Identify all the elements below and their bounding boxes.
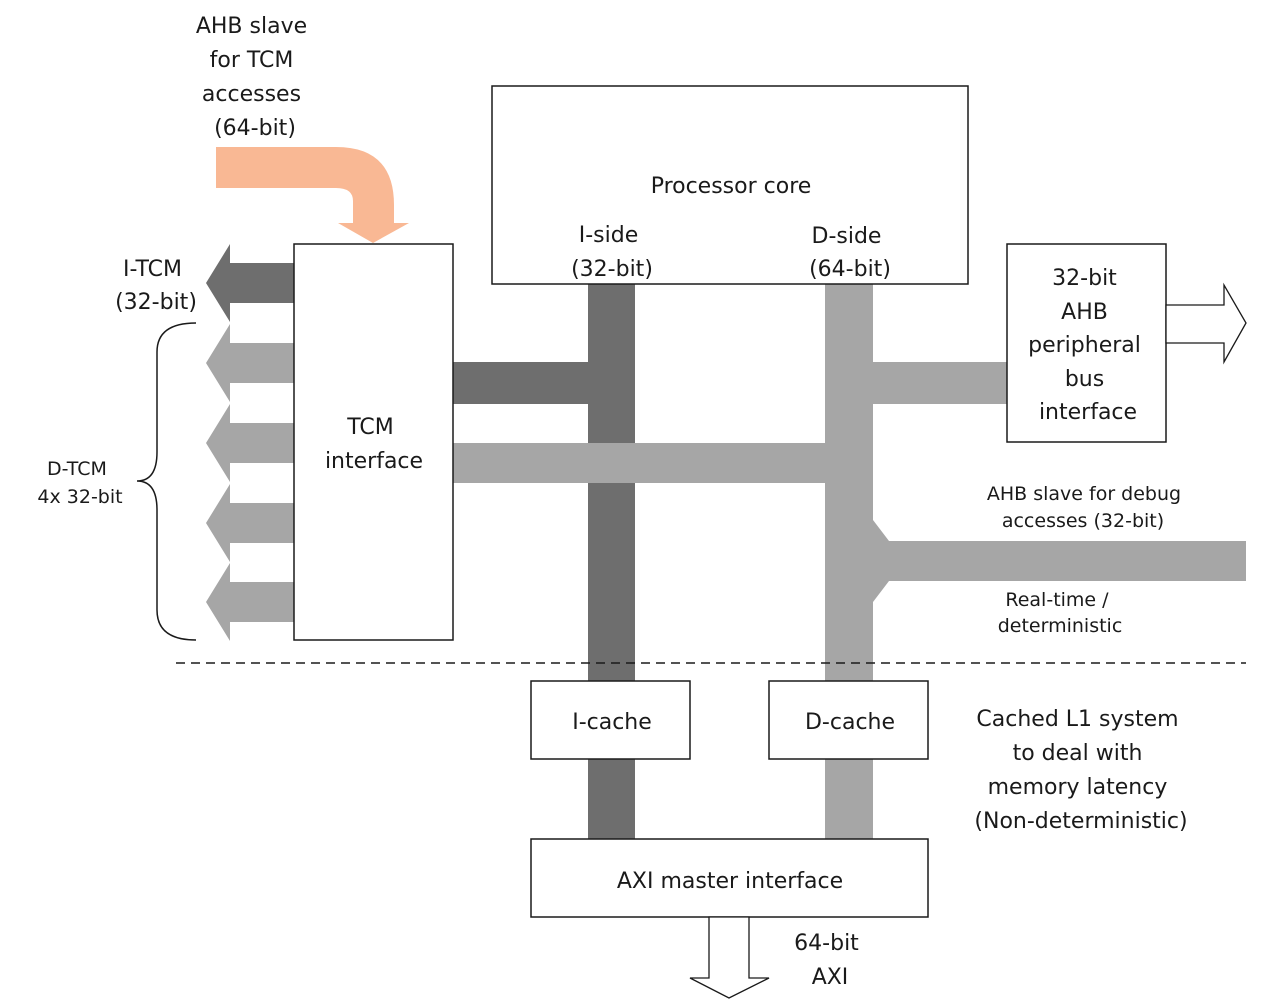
dcache-label: D-cache [805,710,895,735]
axi-label: 64-bit AXI [794,931,866,990]
tcm-interface-label: TCM interface [325,415,423,474]
dtcm-arrow [206,563,294,641]
dtcm-brace [136,322,197,641]
tcm-to-iside-bus [453,362,588,404]
processor-core-title: Processor core [651,174,812,199]
axi-master-label: AXI master interface [617,869,843,894]
debug-slave-label: AHB slave for debug accesses (32-bit) [987,483,1187,532]
icache-box [530,680,691,760]
dtcm-arrow [206,404,294,482]
cached-note: Cached L1 system to deal with memory lat… [974,707,1187,834]
tcm-to-dside-bus [453,443,825,483]
tcm-interface-box [293,243,454,641]
buses [453,284,1246,839]
tcm-slave-label: AHB slave for TCM accesses (64-bit) [196,14,314,141]
dtcm-arrow [206,484,294,562]
dtcm-arrow [206,324,294,402]
dcache-box [768,680,929,760]
dside-vertical-bus [825,284,873,681]
icache-label: I-cache [572,710,652,735]
tcm-slave-arrow [216,147,409,243]
processor-core-box [491,85,969,285]
realtime-label: Real-time / deterministic [998,589,1123,637]
peripheral-bus-box [1006,243,1167,443]
axi-master-box [530,838,929,918]
dtcm-label: D-TCM 4x 32-bit [37,458,122,508]
tcm-arrows [206,244,294,641]
itcm-arrow [206,244,294,322]
debug-slave-arrow [873,520,1246,602]
dside-cache-to-axi-bus [825,759,873,839]
iside-label: I-side (32-bit) [571,223,653,282]
peripheral-output-arrow [1165,282,1247,365]
dside-label: D-side (64-bit) [809,224,891,282]
axi-output-arrow [689,916,770,999]
dside-to-peripheral-bus [873,362,1008,404]
peripheral-bus-label: 32-bit AHB peripheral bus interface [1028,266,1148,425]
itcm-label: I-TCM (32-bit) [115,257,197,315]
iside-cache-to-axi-bus [588,759,635,839]
